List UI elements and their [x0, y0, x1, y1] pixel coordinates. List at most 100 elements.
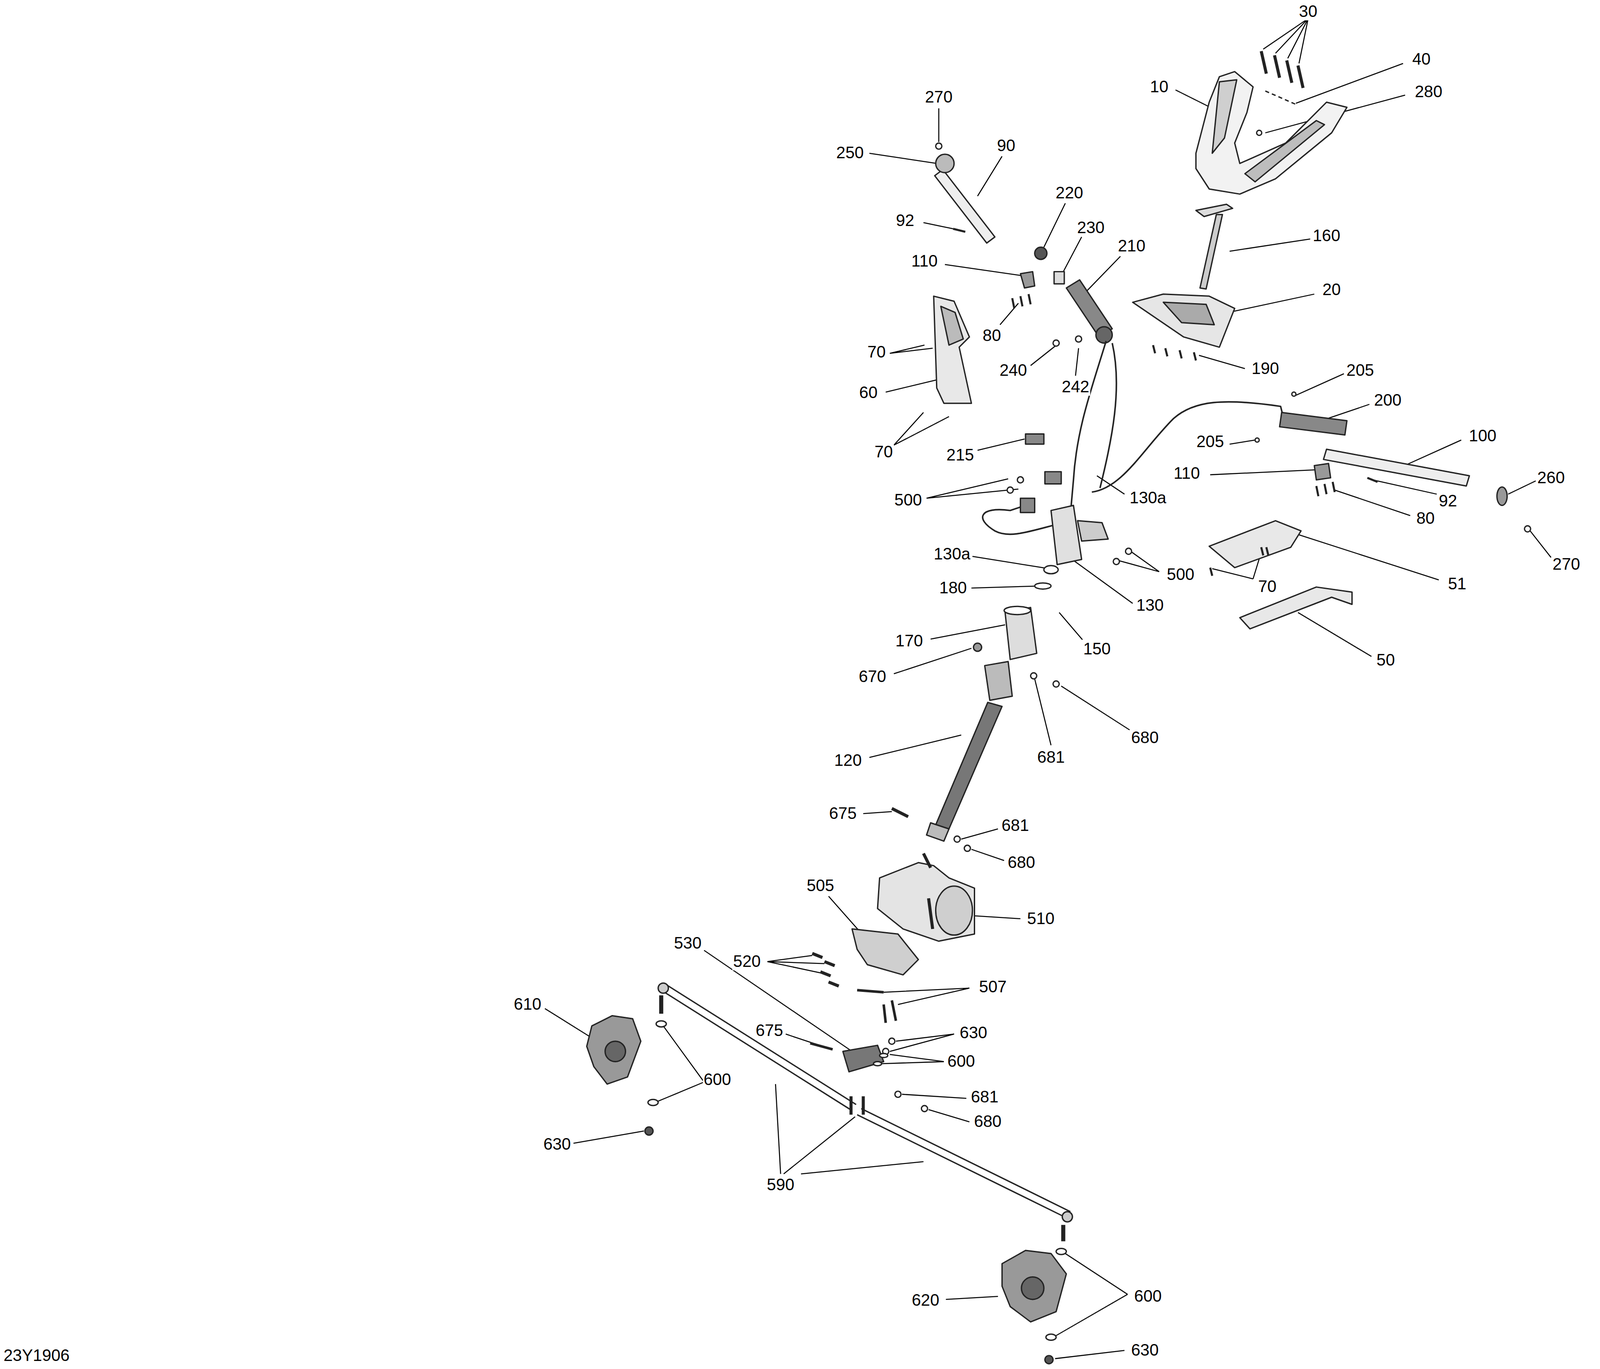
drawing-stroke: [945, 1296, 998, 1300]
callout-wrap: 50: [1375, 651, 1396, 670]
callout-wrap: 610: [512, 995, 543, 1014]
drawing-stroke: [1212, 79, 1237, 154]
callout-number: 680: [1130, 728, 1160, 747]
drawing-stroke: [1113, 558, 1120, 565]
drawing-stroke: [1524, 525, 1531, 532]
drawing-stroke: [1056, 1247, 1067, 1255]
drawing-stroke: [1054, 271, 1065, 284]
drawing-stroke: [930, 624, 1006, 640]
callout-number: 70: [873, 442, 894, 461]
drawing-stroke: [1210, 469, 1319, 475]
drawing-stroke: [863, 811, 892, 814]
callout-wrap: 100: [1468, 426, 1498, 445]
drawing-stroke: [1508, 480, 1536, 495]
drawing-stroke: [926, 478, 1019, 499]
callout-wrap: 130a: [1128, 488, 1168, 508]
drawing-stroke: [1125, 548, 1132, 555]
drawing-stroke: [889, 1033, 954, 1052]
callout-number: 600: [702, 1070, 733, 1089]
drawing-stroke: [1210, 547, 1269, 576]
drawing-stroke: [921, 1105, 928, 1112]
callout-number: 51: [1447, 574, 1468, 593]
drawing-stroke: [1062, 237, 1082, 274]
drawing-stroke: [1030, 346, 1055, 366]
callout-number: 505: [805, 876, 836, 895]
callout-number: 250: [835, 143, 865, 162]
drawing-stroke: [1497, 486, 1508, 505]
callout-number: 680: [972, 1111, 1003, 1131]
callout-number: 600: [946, 1051, 977, 1071]
callout-number: 160: [1312, 226, 1342, 245]
callout-wrap: 270: [1551, 555, 1582, 574]
callout-wrap: 20: [1321, 280, 1342, 300]
drawing-stroke: [644, 1126, 653, 1135]
drawing-stroke: [857, 1108, 1071, 1218]
callout-number: 270: [1551, 554, 1582, 574]
drawing-stroke: [1293, 373, 1344, 396]
drawing-stroke: [704, 950, 856, 1054]
drawing-stroke: [1030, 672, 1037, 679]
drawing-stroke: [586, 1015, 641, 1084]
drawing-stroke: [1323, 449, 1470, 486]
drawing-stroke: [977, 156, 1002, 197]
callout-number: 180: [938, 578, 969, 597]
callout-number: 190: [1250, 358, 1280, 378]
callout-wrap: 170: [894, 631, 924, 650]
callout-wrap: 500: [1165, 565, 1196, 584]
drawing-stroke: [926, 822, 949, 842]
drawing-stroke: [869, 153, 937, 164]
drawing-stroke: [1263, 18, 1309, 64]
drawing-stroke: [648, 1099, 659, 1106]
drawing-stroke: [812, 953, 839, 986]
drawing-stroke: [1004, 606, 1031, 615]
drawing-stroke: [1316, 481, 1335, 497]
callout-wrap: 205: [1345, 361, 1375, 380]
drawing-stroke: [1077, 520, 1109, 542]
drawing-stroke: [1261, 51, 1304, 88]
drawing-stroke: [1296, 63, 1404, 103]
callout-wrap: 680: [1130, 728, 1160, 747]
callout-wrap: 80: [1415, 509, 1436, 528]
callout-number: 10: [1148, 77, 1170, 96]
callout-number: 630: [958, 1023, 989, 1042]
callout-wrap: 130: [1135, 595, 1165, 615]
drawing-stroke: [1283, 529, 1439, 580]
callout-number: 92: [894, 210, 915, 230]
drawing-stroke: [850, 1095, 863, 1115]
drawing-stroke: [1152, 344, 1196, 361]
callout-wrap: 130a: [932, 545, 972, 564]
drawing-stroke: [889, 344, 933, 353]
drawing-stroke: [1054, 1253, 1128, 1336]
callout-wrap: 215: [945, 446, 976, 465]
callout-wrap: 270: [924, 87, 954, 107]
callout-number: 681: [1036, 747, 1066, 766]
callout-number: 130a: [932, 544, 972, 563]
drawing-stroke: [1528, 528, 1551, 558]
callout-number: 80: [981, 326, 1002, 345]
callout-number: 70: [866, 342, 887, 362]
callout-number: 130: [1135, 595, 1165, 614]
callout-wrap: 190: [1250, 359, 1280, 378]
drawing-stroke: [885, 379, 937, 392]
drawing-stroke: [938, 108, 940, 143]
parts: [586, 51, 1531, 1364]
drawing-stroke: [1244, 120, 1325, 182]
drawing-stroke: [1297, 612, 1372, 657]
callout-number: 600: [1133, 1286, 1163, 1305]
callout-wrap: 220: [1054, 183, 1085, 202]
callout-number: 280: [1413, 82, 1444, 101]
drawing-stroke: [810, 1042, 833, 1050]
callout-wrap: 90: [996, 136, 1017, 156]
callout-number: 500: [893, 490, 924, 509]
callout-number: 240: [998, 361, 1029, 380]
callout-number: 210: [1116, 236, 1147, 255]
drawing-stroke: [1229, 439, 1256, 444]
callout-number: 630: [1130, 1340, 1160, 1359]
drawing-stroke: [1043, 565, 1059, 574]
callout-number: 205: [1195, 432, 1226, 451]
drawing-stroke: [545, 1008, 595, 1039]
callout-wrap: 210: [1116, 236, 1147, 255]
callout-wrap: 630: [542, 1134, 572, 1153]
callout-wrap: 205: [1195, 432, 1226, 452]
